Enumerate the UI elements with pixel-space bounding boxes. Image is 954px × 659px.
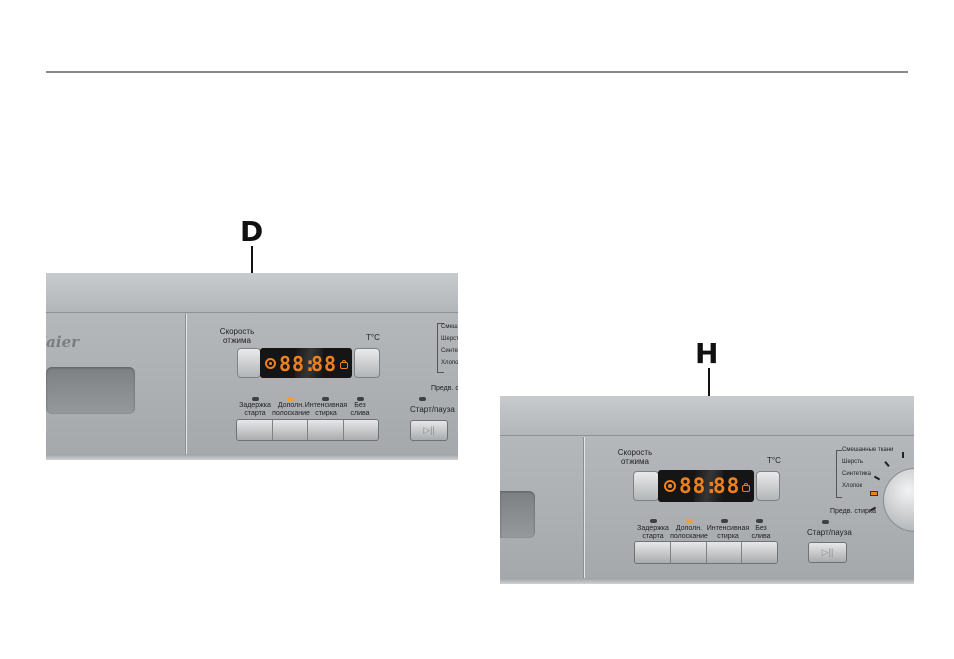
program-wool: Шерсть bbox=[441, 336, 458, 342]
led-extra-rinse bbox=[686, 519, 693, 523]
display-digits-minutes: 88 bbox=[713, 474, 741, 498]
display-digits-minutes: 88 bbox=[311, 352, 338, 376]
start-pause-label: Старт/пауза bbox=[807, 528, 852, 537]
panel-divider bbox=[584, 437, 585, 578]
program-tick-cotton bbox=[870, 491, 878, 496]
spin-speed-label: Скорость отжима bbox=[219, 327, 255, 345]
display-digits-hours: 88 bbox=[279, 352, 306, 376]
intensive-wash-button[interactable] bbox=[706, 542, 743, 563]
spin-speed-button[interactable] bbox=[633, 471, 659, 501]
label-extra-rinse: Дополн. полоскание bbox=[272, 402, 310, 417]
label-intensive-wash: Интенсивная стирка bbox=[304, 402, 348, 417]
panel-divider bbox=[186, 314, 187, 454]
detergent-window bbox=[46, 367, 135, 414]
display-reflection bbox=[294, 348, 323, 378]
panel-top-strip bbox=[500, 396, 914, 436]
led-start bbox=[822, 520, 829, 524]
callout-letter-h: H bbox=[695, 337, 719, 370]
callout-letter-d: D bbox=[240, 215, 264, 248]
program-synthetic: Синтетика bbox=[842, 471, 872, 477]
option-button-row bbox=[634, 541, 778, 564]
temperature-label: T°C bbox=[366, 333, 380, 342]
led-no-drain bbox=[357, 397, 364, 401]
temperature-label: T°C bbox=[767, 456, 781, 465]
detergent-window bbox=[500, 491, 535, 538]
display-colon: : bbox=[304, 352, 317, 376]
label-no-drain: Без слива bbox=[751, 525, 771, 540]
intensive-wash-button[interactable] bbox=[308, 420, 344, 440]
lcd-display: 88 : 88 bbox=[260, 348, 352, 378]
led-intensive-wash bbox=[322, 397, 329, 401]
label-intensive-wash: Интенсивная стирка bbox=[706, 525, 750, 540]
panel-bottom-edge bbox=[500, 578, 914, 584]
start-pause-label: Старт/пауза bbox=[410, 405, 455, 414]
display-reflection bbox=[694, 470, 724, 502]
header-rule bbox=[46, 71, 908, 73]
program-bracket bbox=[437, 323, 444, 373]
no-drain-button[interactable] bbox=[742, 542, 777, 563]
temperature-button[interactable] bbox=[756, 471, 780, 501]
led-no-drain bbox=[756, 519, 763, 523]
spin-speed-button[interactable] bbox=[237, 348, 261, 378]
label-delay-start: Задержка старта bbox=[637, 525, 669, 540]
program-list: Смешанные ткани Шерсть Синтетика Хлопок bbox=[842, 444, 893, 492]
label-extra-rinse: Дополн. полоскание bbox=[670, 525, 708, 540]
led-start bbox=[419, 397, 426, 401]
panel-top-strip bbox=[46, 273, 458, 313]
control-panel-right: Скорость отжима T°C 88 : 88 Задержка ста… bbox=[500, 396, 914, 584]
program-mixed: Смешанные ткани bbox=[441, 324, 458, 330]
delay-start-button[interactable] bbox=[237, 420, 273, 440]
temperature-button[interactable] bbox=[354, 348, 380, 378]
program-bracket bbox=[836, 450, 842, 498]
prewash-label: Предв. стирка bbox=[431, 385, 458, 392]
extra-rinse-button[interactable] bbox=[670, 542, 707, 563]
display-digits-hours: 88 bbox=[679, 474, 707, 498]
spin-icon bbox=[265, 358, 276, 369]
spin-speed-label: Скорость отжима bbox=[617, 448, 653, 466]
led-delay-start bbox=[252, 397, 259, 401]
led-intensive-wash bbox=[721, 519, 728, 523]
no-drain-button[interactable] bbox=[343, 420, 378, 440]
program-mixed: Смешанные ткани bbox=[842, 447, 894, 453]
program-tick-mixed bbox=[902, 452, 904, 458]
program-cotton: Хлопок bbox=[842, 483, 863, 489]
lock-icon bbox=[340, 360, 348, 369]
start-pause-button[interactable]: ▷|| bbox=[410, 420, 448, 441]
spin-icon bbox=[664, 480, 676, 492]
display-colon: : bbox=[705, 474, 718, 498]
lock-icon bbox=[742, 483, 750, 492]
option-button-row bbox=[236, 419, 379, 441]
program-synthetic: Синтетика bbox=[441, 348, 458, 354]
program-wool: Шерсть bbox=[842, 459, 864, 465]
delay-start-button[interactable] bbox=[635, 542, 671, 563]
led-delay-start bbox=[650, 519, 657, 523]
lcd-display: 88 : 88 bbox=[658, 470, 754, 502]
label-delay-start: Задержка старта bbox=[239, 402, 271, 417]
start-pause-button[interactable]: ▷|| bbox=[808, 542, 847, 563]
program-cotton: Хлопок bbox=[441, 360, 458, 366]
program-list: Смешанные ткани Шерсть Синтетика Хлопок bbox=[441, 321, 458, 369]
led-extra-rinse bbox=[287, 397, 294, 401]
panel-bottom-edge bbox=[46, 454, 458, 460]
prewash-label: Предв. стирка bbox=[830, 508, 876, 515]
extra-rinse-button[interactable] bbox=[272, 420, 308, 440]
label-no-drain: Без слива bbox=[350, 402, 370, 417]
